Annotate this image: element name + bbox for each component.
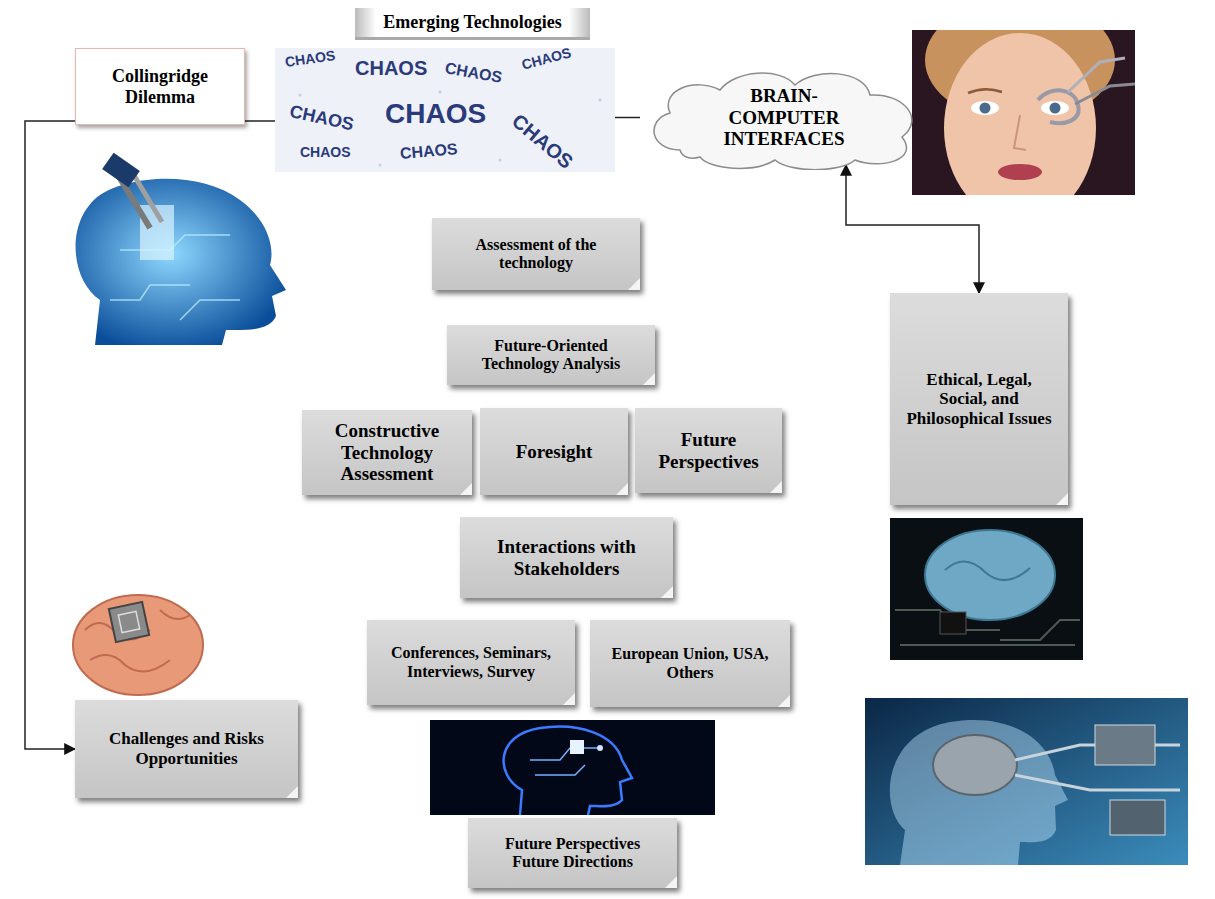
connector xyxy=(245,120,275,122)
glow-dot xyxy=(597,745,603,751)
brain xyxy=(925,530,1055,620)
face xyxy=(925,30,1135,195)
circuit-line xyxy=(110,285,190,300)
note-box: Future-Oriented Technology Analysis xyxy=(447,325,655,385)
cyborg-head xyxy=(890,720,1068,865)
brain-circuits xyxy=(530,748,600,775)
iris xyxy=(1050,103,1061,114)
pipe xyxy=(1015,775,1180,790)
note-box: Conferences, Seminars, Interviews, Surve… xyxy=(367,620,575,705)
box-text: Future Perspectives xyxy=(647,429,770,473)
chip xyxy=(109,602,149,642)
plug xyxy=(102,153,140,188)
box-text: Assessment of the technology xyxy=(444,236,628,273)
implant-wire xyxy=(1075,84,1135,104)
cyborg-picture xyxy=(865,698,1188,865)
profile-outline xyxy=(504,727,632,815)
note-box: Foresight xyxy=(480,408,628,495)
note-box: European Union, USA, Others xyxy=(590,620,790,707)
note-box: Future Perspectives Future Directions xyxy=(468,818,677,888)
speck xyxy=(439,91,442,94)
cloud-node: BRAIN-COMPUTER INTERFACES xyxy=(640,65,928,170)
glow-chip xyxy=(570,740,584,754)
profile-picture xyxy=(430,720,715,815)
dilemma-box: Collingridge Dilemma xyxy=(75,48,245,125)
trace xyxy=(900,644,1075,646)
nose xyxy=(1014,115,1026,150)
brain-folds xyxy=(85,610,190,671)
chip-core xyxy=(118,611,139,632)
note-box: Constructive Technology Assessment xyxy=(302,410,472,495)
box-text: Future-Oriented Technology Analysis xyxy=(459,337,643,374)
chaos-picture xyxy=(275,48,615,172)
eye xyxy=(971,101,999,115)
blue-head xyxy=(76,179,286,345)
cloud-shape xyxy=(654,73,912,170)
speck xyxy=(599,99,602,102)
box-text: European Union, USA, Others xyxy=(602,645,778,682)
note-box: Challenges and Risks Opportunities xyxy=(75,700,298,798)
fold xyxy=(160,610,190,619)
head-circuits xyxy=(110,235,240,320)
box-text: Conferences, Seminars, Interviews, Surve… xyxy=(379,644,563,681)
trace xyxy=(530,748,600,760)
box-text: Foresight xyxy=(516,441,593,463)
note-box: Future Perspectives xyxy=(635,408,782,493)
component xyxy=(940,612,966,634)
eye xyxy=(1041,101,1069,115)
implant xyxy=(1038,90,1079,123)
iris xyxy=(980,103,991,114)
box-text: BRAIN-COMPUTER INTERFACES xyxy=(714,85,854,151)
word-art: CHAOS xyxy=(355,58,427,78)
circuit-line xyxy=(120,235,230,250)
word-art: CHAOS xyxy=(385,100,486,128)
speck xyxy=(379,164,382,167)
box-text: Challenges and Risks Opportunities xyxy=(87,729,286,768)
box-text: Interactions with Stakeholders xyxy=(472,536,661,580)
brain xyxy=(73,595,203,695)
brow xyxy=(968,89,1002,93)
connector xyxy=(25,121,75,749)
connector xyxy=(615,117,640,119)
skin xyxy=(944,33,1096,195)
banner-heading: Emerging Technologies xyxy=(355,8,590,40)
mech-brain xyxy=(933,735,1017,795)
trace xyxy=(1000,620,1080,640)
fold xyxy=(945,561,1030,580)
note-box: Assessment of the technology xyxy=(432,218,640,290)
box-text: Ethical, Legal, Social, and Philosophica… xyxy=(902,370,1056,429)
speck xyxy=(499,159,502,162)
note-box: Interactions with Stakeholders xyxy=(460,517,673,598)
trace xyxy=(535,765,585,775)
speck xyxy=(299,94,302,97)
box-text: Future Perspectives Future Directions xyxy=(480,835,665,872)
lips xyxy=(998,164,1042,180)
word-art: CHAOS xyxy=(300,145,351,159)
box-text: Constructive Technology Assessment xyxy=(314,420,460,486)
circuit-line xyxy=(180,300,240,320)
box-text: Collingridge Dilemma xyxy=(88,66,232,107)
mech-block xyxy=(1095,725,1155,765)
cable xyxy=(132,172,162,222)
circuit-photo xyxy=(890,518,1083,660)
note-box: Ethical, Legal, Social, and Philosophica… xyxy=(890,293,1068,505)
mech-block xyxy=(1110,800,1165,835)
fold xyxy=(90,655,170,671)
connector xyxy=(846,165,979,293)
